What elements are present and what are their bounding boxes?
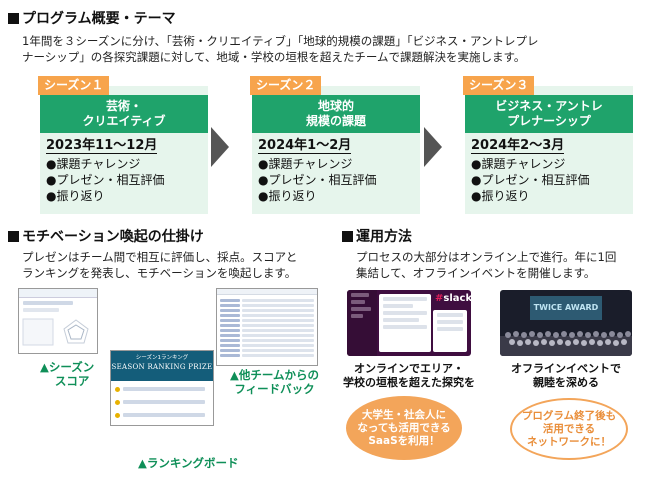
bubble-line: 活用できる xyxy=(542,422,596,435)
season-item: ●振り返り xyxy=(471,189,530,203)
arrow-right-icon xyxy=(424,127,442,167)
slack-sidebar xyxy=(347,290,377,356)
caption-line: 親睦を深める xyxy=(533,376,599,389)
screenshot-header-bar xyxy=(217,289,317,295)
season-theme-line: 地球的 xyxy=(317,99,354,113)
ranking-banner: シーズン1ランキング SEASON RANKING PRIZE xyxy=(111,351,213,381)
medal-icon xyxy=(115,399,120,405)
saas-bubble: 大学生・社会人に なっても活用できる SaaSを利用！ xyxy=(346,396,462,460)
season-item: ●課題チャレンジ xyxy=(258,157,353,171)
operation-text-line: プロセスの大部分はオンライン上で進行。年に1回 xyxy=(356,250,617,264)
event-screen: TWICE AWARD xyxy=(530,296,602,320)
slack-hash-icon: # xyxy=(435,293,444,304)
ranking-header: シーズン1ランキング xyxy=(135,355,189,361)
overview-text: 1年間を３シーズンに分け、「芸術・クリエイティブ」「地球的規模の課題」「ビジネス… xyxy=(22,33,539,65)
season-theme-line: ビジネス・アントレ xyxy=(495,99,603,113)
season-card-3: シーズン３ ビジネス・アントレ プレナーシップ 2024年2〜3月 ●課題チャレ… xyxy=(463,76,633,214)
slack-chat-window xyxy=(379,294,431,352)
season-score-caption: ▲シーズン スコア xyxy=(40,360,94,388)
bubble-line: プログラム終了後も xyxy=(521,409,617,422)
ranking-row xyxy=(115,397,209,407)
season-theme: ビジネス・アントレ プレナーシップ xyxy=(465,95,633,133)
caption-line: オフラインイベントで xyxy=(511,362,621,375)
operation-text: プロセスの大部分はオンライン上で進行。年に1回 集結して、オフラインイベントを開… xyxy=(356,249,616,281)
season-score-screenshot xyxy=(18,288,98,354)
medal-icon xyxy=(115,386,120,392)
medal-icon xyxy=(115,426,120,427)
season-theme: 芸術・ クリエイティブ xyxy=(40,95,208,133)
square-bullet-icon xyxy=(342,231,353,242)
arrow-right-icon xyxy=(211,127,229,167)
season-card-2: シーズン２ 地球的 規模の課題 2024年1〜2月 ●課題チャレンジ ●プレゼン… xyxy=(250,76,420,214)
season-period: 2024年1〜2月 xyxy=(258,138,352,154)
season-theme-line: クリエイティブ xyxy=(82,114,166,128)
ranking-row xyxy=(115,423,209,427)
bubble-line: 大学生・社会人に xyxy=(362,408,446,421)
season-tag: シーズン１ xyxy=(38,76,110,95)
motivation-title: モチベーション喚起の仕掛け xyxy=(8,226,204,246)
caption-line: フィードバック xyxy=(234,382,315,396)
online-caption: オンラインでエリア・ 学校の垣根を超えた探究を xyxy=(339,362,479,390)
season-item: ●課題チャレンジ xyxy=(46,157,141,171)
season-item: ●課題チャレンジ xyxy=(471,157,566,171)
offline-caption: オフラインイベントで 親睦を深める xyxy=(494,362,638,390)
square-bullet-icon xyxy=(8,231,19,242)
season-item: ●プレゼン・相互評価 xyxy=(46,173,165,187)
caption-line: スコア xyxy=(54,374,90,388)
ranking-caption: ▲ランキングボード xyxy=(138,456,239,470)
slack-screenshot: #slack xyxy=(347,290,471,356)
ranking-row xyxy=(115,410,209,420)
offline-event-photo: TWICE AWARD xyxy=(500,290,632,356)
feedback-caption: ▲他チームからの フィードバック xyxy=(230,368,319,396)
caption-line: ▲シーズン xyxy=(40,360,95,374)
motivation-text: プレゼンはチーム間で相互に評価し、採点。スコアと ランキングを発表し、モチベーシ… xyxy=(22,249,297,281)
operation-text-line: 集結して、オフラインイベントを開催します。 xyxy=(356,266,596,280)
feedback-table xyxy=(219,297,315,359)
crowd-icon xyxy=(500,331,632,356)
season-period: 2024年2〜3月 xyxy=(471,138,565,154)
season-theme: 地球的 規模の課題 xyxy=(252,95,420,133)
bubble-line: SaaSを利用！ xyxy=(368,434,440,447)
season-period: 2023年11〜12月 xyxy=(46,138,158,154)
slack-phone-view xyxy=(433,310,467,352)
slack-logo: #slack xyxy=(435,293,471,304)
radar-chart-icon xyxy=(22,318,89,346)
season-theme-line: プレナーシップ xyxy=(507,114,591,128)
overview-title: プログラム概要・テーマ xyxy=(8,8,176,28)
season-items: ●課題チャレンジ ●プレゼン・相互評価 ●振り返り xyxy=(46,156,164,204)
bubble-line: ネットワークに！ xyxy=(527,435,611,448)
motivation-text-line: プレゼンはチーム間で相互に評価し、採点。スコアと xyxy=(22,250,298,264)
square-bullet-icon xyxy=(8,13,19,24)
operation-title: 運用方法 xyxy=(342,226,412,246)
season-theme-line: 芸術・ xyxy=(105,99,142,113)
text-placeholder-line xyxy=(23,301,73,305)
feedback-table-column xyxy=(241,297,315,359)
caption-line: オンラインでエリア・ xyxy=(354,362,464,375)
text-placeholder-line xyxy=(23,308,59,312)
season-items: ●課題チャレンジ ●プレゼン・相互評価 ●振り返り xyxy=(471,156,589,204)
bubble-line: なっても活用できる xyxy=(357,421,451,434)
caption-line: ▲他チームからの xyxy=(230,368,319,382)
screenshot-header-bar xyxy=(19,289,97,298)
overview-text-line: 1年間を３シーズンに分け、「芸術・クリエイティブ」「地球的規模の課題」「ビジネス… xyxy=(22,34,539,48)
ranking-title: SEASON RANKING PRIZE xyxy=(111,363,213,371)
feedback-table-column xyxy=(219,297,241,359)
season-card-1: シーズン１ 芸術・ クリエイティブ 2023年11〜12月 ●課題チャレンジ ●… xyxy=(38,76,208,214)
season-item: ●振り返り xyxy=(258,189,317,203)
season-items: ●課題チャレンジ ●プレゼン・相互評価 ●振り返り xyxy=(258,156,376,204)
season-tag: シーズン３ xyxy=(463,76,535,95)
network-bubble: プログラム終了後も 活用できる ネットワークに！ xyxy=(510,398,628,460)
motivation-text-line: ランキングを発表し、モチベーションを喚起します。 xyxy=(22,266,297,280)
season-item: ●振り返り xyxy=(46,189,105,203)
caption-line: 学校の垣根を超えた探究を xyxy=(343,376,475,389)
feedback-screenshot xyxy=(216,288,318,366)
overview-text-line: ナーシップ」の各探究課題に対して、地域・学校の垣根を超えたチームで課題解決を実施… xyxy=(22,50,526,64)
season-theme-line: 規模の課題 xyxy=(305,114,366,128)
ranking-board-screenshot: シーズン1ランキング SEASON RANKING PRIZE xyxy=(110,350,214,426)
ranking-row xyxy=(115,384,209,394)
season-item: ●プレゼン・相互評価 xyxy=(471,173,590,187)
season-tag: シーズン２ xyxy=(250,76,322,95)
season-item: ●プレゼン・相互評価 xyxy=(258,173,377,187)
medal-icon xyxy=(115,412,120,418)
